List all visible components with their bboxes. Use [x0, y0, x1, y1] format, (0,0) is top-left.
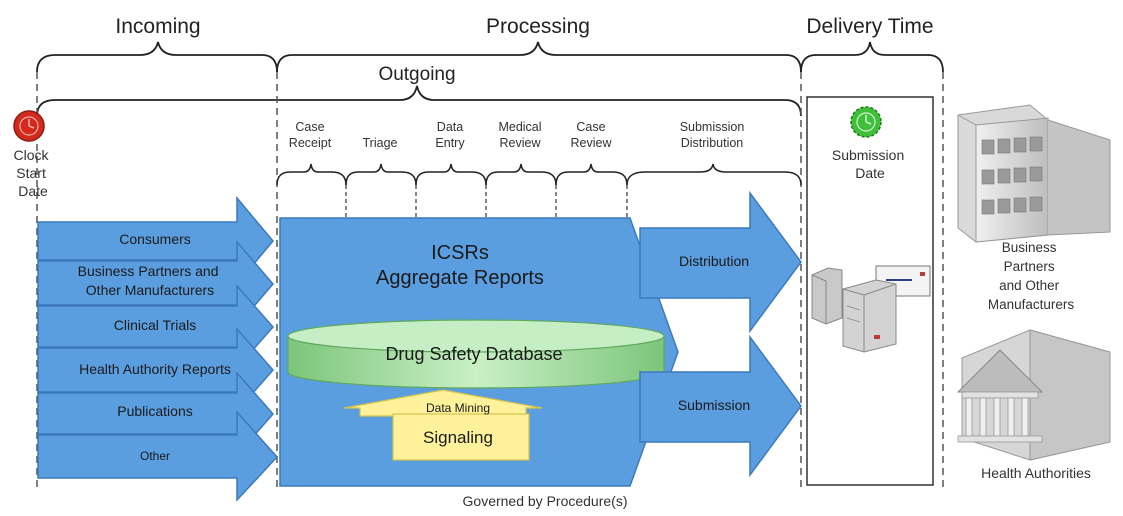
- source-label-clinical-trials: Clinical Trials: [114, 317, 196, 333]
- clock-start-icon: [13, 110, 45, 142]
- source-arrow-business-partners: [37, 239, 274, 329]
- source-label-business-partners: Business Partners and Other Manufacturer…: [78, 263, 223, 298]
- top-braces: [36, 41, 944, 117]
- source-label-publications: Publications: [117, 403, 193, 419]
- recipient-health-authorities-label: Health Authorities: [981, 465, 1091, 481]
- source-arrow-other: [37, 410, 279, 502]
- server-icon: [811, 265, 931, 353]
- step-braces: [276, 163, 802, 186]
- database-label: Drug Safety Database: [385, 344, 562, 364]
- step-dashed-connectors: [345, 185, 628, 218]
- recipient-business-partners-label: Business Partners and Other Manufacturer…: [988, 240, 1075, 312]
- step-triage: Triage: [363, 136, 398, 150]
- distribution-label: Distribution: [679, 253, 749, 269]
- signaling-label: Signaling: [423, 428, 493, 447]
- submission-label: Submission: [678, 397, 750, 413]
- header-processing: Processing: [486, 15, 590, 38]
- source-label-health-authority: Health Authority Reports: [79, 361, 231, 377]
- aggregate-reports-label: Aggregate Reports: [376, 267, 544, 289]
- building-business-partners-icon: [957, 104, 1111, 243]
- submission-clock-icon: [850, 106, 882, 138]
- drug-safety-database: [287, 319, 665, 389]
- footer-governed-by: Governed by Procedure(s): [463, 493, 628, 509]
- distribution-arrow: [639, 190, 802, 334]
- signaling-box: [392, 413, 530, 461]
- header-outgoing: Outgoing: [378, 64, 455, 85]
- source-label-other: Other: [140, 449, 170, 463]
- header-incoming: Incoming: [115, 15, 200, 38]
- dashed-dividers: [36, 72, 944, 490]
- submission-date-label: Submission Date: [832, 147, 908, 181]
- source-arrow-clinical-trials: [37, 284, 274, 370]
- building-health-authorities-icon: [956, 329, 1111, 461]
- source-arrow-health-authority: [37, 327, 274, 413]
- icsrs-label: ICSRs: [431, 242, 489, 264]
- submission-arrow: [639, 334, 802, 478]
- clock-start-label: Clock Start Date: [14, 147, 53, 199]
- header-delivery-time: Delivery Time: [806, 15, 933, 38]
- source-label-consumers: Consumers: [119, 231, 191, 247]
- data-mining-arrow: [343, 389, 543, 417]
- data-mining-label: Data Mining: [426, 401, 490, 415]
